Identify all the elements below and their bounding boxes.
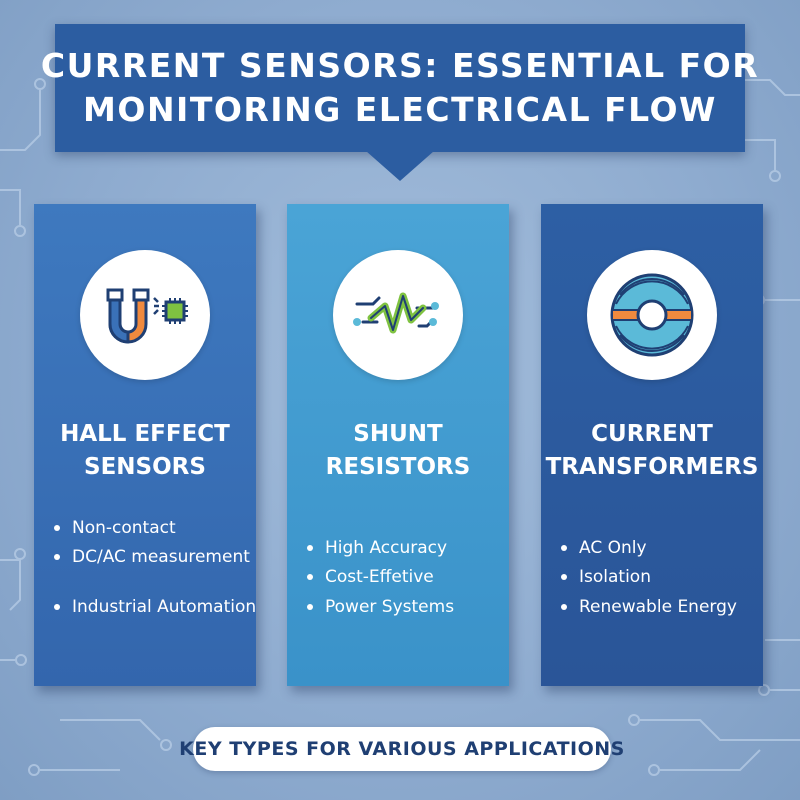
bullet-icon	[307, 545, 313, 551]
feature-text: Industrial Automation	[72, 597, 257, 617]
title-banner: CURRENT SENSORS: ESSENTIAL FOR MONITORIN…	[41, 24, 758, 152]
feature-text: Power Systems	[325, 597, 455, 617]
card-current-transformers: CURRENT TRANSFORMERS AC Only Isolation R…	[541, 204, 763, 686]
feature-text: DC/AC measurement	[72, 547, 250, 567]
footer-label: KEY TYPES FOR VARIOUS APPLICATIONS	[179, 738, 625, 760]
magnet-chip-icon	[80, 250, 210, 380]
card-shunt-resistors: SHUNT RESISTORS High Accuracy Cost-Effet…	[287, 204, 509, 686]
card-title-hall-effect: HALL EFFECT SENSORS	[34, 418, 256, 484]
bullet-icon	[561, 604, 567, 610]
bullet-icon	[561, 545, 567, 551]
card-title-line-2: TRANSFORMERS	[545, 454, 759, 480]
bullet-icon	[54, 525, 60, 531]
footer-pill: KEY TYPES FOR VARIOUS APPLICATIONS	[179, 727, 624, 771]
feature-text: Renewable Energy	[579, 597, 737, 617]
bullet-icon	[54, 554, 60, 560]
card-title-line-2: SENSORS	[84, 454, 206, 480]
page-title-line-2: MONITORING ELECTRICAL FLOW	[83, 90, 717, 129]
bullet-icon	[307, 604, 313, 610]
feature-text: AC Only	[579, 538, 647, 558]
banner-pointer	[366, 151, 434, 181]
bullet-icon	[561, 574, 567, 580]
page-title-line-1: CURRENT SENSORS: ESSENTIAL FOR	[40, 46, 760, 85]
toroid-core-icon	[587, 250, 717, 380]
feature-text: Non-contact	[72, 518, 176, 538]
shunt-waveform-icon	[333, 250, 463, 380]
feature-text: Cost-Effetive	[325, 567, 434, 587]
bullet-icon	[54, 604, 60, 610]
card-title-line-1: HALL EFFECT	[60, 421, 230, 447]
card-title-line-1: CURRENT	[591, 421, 713, 447]
card-title-current-transformers: CURRENT TRANSFORMERS	[541, 418, 763, 484]
card-title-line-1: SHUNT	[353, 421, 443, 447]
feature-text: Isolation	[579, 567, 651, 587]
card-title-shunt: SHUNT RESISTORS	[287, 418, 509, 484]
bullet-icon	[307, 574, 313, 580]
feature-text: High Accuracy	[325, 538, 448, 558]
card-hall-effect-sensors: HALL EFFECT SENSORS Non-contact DC/AC me…	[34, 204, 256, 686]
card-title-line-2: RESISTORS	[325, 454, 471, 480]
